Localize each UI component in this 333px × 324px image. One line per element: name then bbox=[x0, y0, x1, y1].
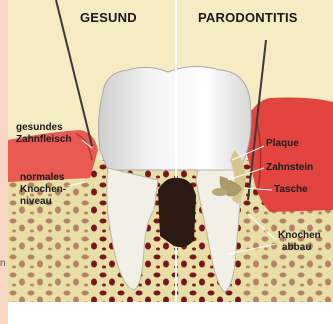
left-edge-strip bbox=[0, 0, 8, 324]
diagram-frame: GESUND PARODONTITIS gesundes Zahnfleisch… bbox=[8, 0, 333, 302]
furcation-area bbox=[158, 178, 196, 247]
tooth-crown bbox=[99, 66, 252, 170]
reduced-bone-crest bbox=[243, 209, 333, 302]
label-normal-bone-2: Knochen- bbox=[20, 184, 66, 195]
title-healthy: GESUND bbox=[80, 12, 137, 23]
label-healthy-gum-2: Zahnfleisch bbox=[16, 134, 72, 145]
label-normal-bone-3: niveau bbox=[20, 196, 52, 207]
label-pocket: Tasche bbox=[274, 184, 308, 195]
title-periodontitis: PARODONTITIS bbox=[198, 12, 298, 23]
tooth-illustration bbox=[8, 0, 333, 302]
label-plaque: Plaque bbox=[266, 138, 299, 149]
edge-text-fragment: n bbox=[0, 258, 6, 269]
label-bone-loss-2: abbau bbox=[282, 242, 311, 253]
label-normal-bone-1: normales bbox=[20, 172, 64, 183]
label-tartar: Zahnstein bbox=[266, 162, 313, 173]
label-bone-loss-1: Knochen bbox=[278, 230, 321, 241]
label-healthy-gum-1: gesundes bbox=[16, 122, 63, 133]
